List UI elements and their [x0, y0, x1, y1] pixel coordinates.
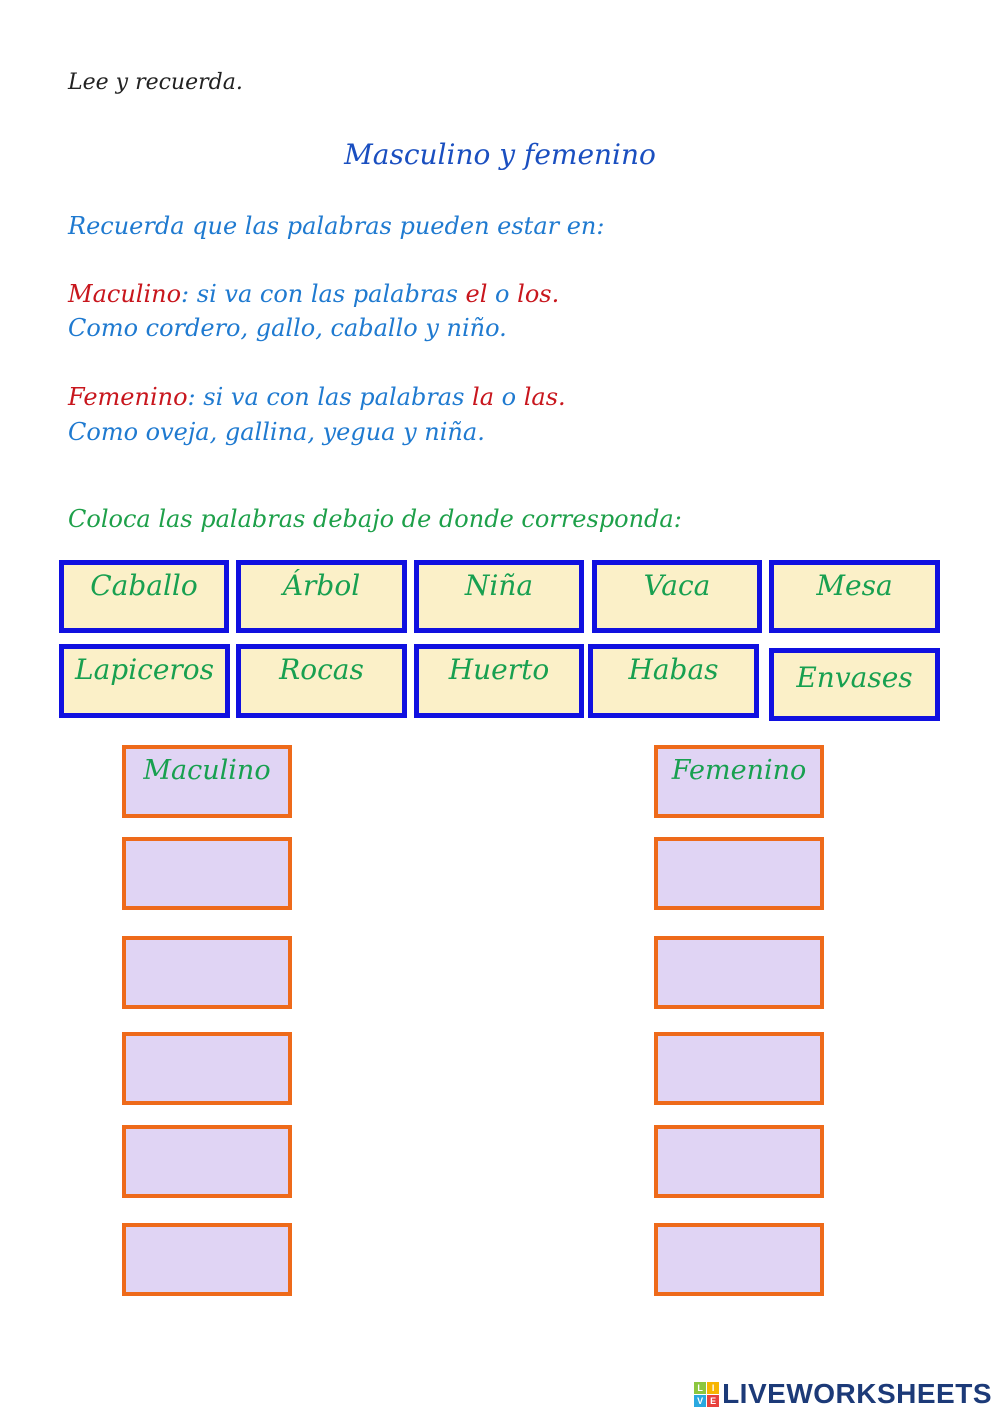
article-los: los	[517, 280, 552, 308]
femenino-label: Femenino	[68, 383, 188, 411]
masculino-header: Maculino	[122, 745, 292, 818]
logo-letter: V	[694, 1394, 707, 1407]
word-card-nina[interactable]: Niña	[414, 560, 584, 633]
logo-letter: L	[694, 1381, 707, 1394]
femenino-drop-slot-4[interactable]	[654, 1125, 824, 1198]
word-card-arbol[interactable]: Árbol	[236, 560, 407, 633]
masculino-drop-slot-3[interactable]	[122, 1032, 292, 1105]
femenino-header: Femenino	[654, 745, 824, 818]
femenino-drop-slot-2[interactable]	[654, 936, 824, 1009]
masculino-drop-slot-1[interactable]	[122, 837, 292, 910]
liveworksheets-logo: L I V E LIVEWORKSHEETS	[694, 1378, 992, 1410]
intro-instruction: Lee y recuerda.	[68, 70, 243, 95]
rule-text: o	[494, 383, 524, 411]
word-card-vaca[interactable]: Vaca	[592, 560, 762, 633]
word-card-lapiceros[interactable]: Lapiceros	[59, 644, 230, 718]
logo-letter: I	[707, 1381, 720, 1394]
femenino-rule: Femenino: si va con las palabras la o la…	[68, 383, 566, 411]
rule-end: .	[551, 280, 560, 308]
logo-text: LIVEWORKSHEETS	[722, 1378, 992, 1409]
masculino-drop-slot-2[interactable]	[122, 936, 292, 1009]
rule-text: : si va con las palabras	[181, 280, 466, 308]
masculino-drop-slot-4[interactable]	[122, 1125, 292, 1198]
masculino-example: Como cordero, gallo, caballo y niño.	[68, 314, 507, 342]
drag-instruction: Coloca las palabras debajo de donde corr…	[68, 505, 682, 533]
word-card-habas[interactable]: Habas	[588, 644, 759, 718]
femenino-drop-slot-1[interactable]	[654, 837, 824, 910]
article-la: la	[472, 383, 495, 411]
logo-icon: L I V E	[694, 1381, 720, 1407]
word-card-mesa[interactable]: Mesa	[769, 560, 940, 633]
femenino-drop-slot-5[interactable]	[654, 1223, 824, 1296]
page-title: Masculino y femenino	[344, 138, 656, 171]
rule-end: .	[558, 383, 566, 411]
masculino-label: Maculino	[68, 280, 182, 308]
article-las: las	[523, 383, 559, 411]
word-card-rocas[interactable]: Rocas	[236, 644, 407, 718]
word-card-envases[interactable]: Envases	[769, 648, 940, 721]
femenino-drop-slot-3[interactable]	[654, 1032, 824, 1105]
word-card-caballo[interactable]: Caballo	[59, 560, 229, 633]
logo-letter: E	[707, 1394, 720, 1407]
rule-text: : si va con las palabras	[187, 383, 473, 411]
recuerda-text: Recuerda que las palabras pueden estar e…	[68, 212, 605, 240]
rule-text: o	[487, 280, 518, 308]
masculino-drop-slot-5[interactable]	[122, 1223, 292, 1296]
femenino-example: Como oveja, gallina, yegua y niña.	[68, 418, 485, 446]
word-card-huerto[interactable]: Huerto	[414, 644, 584, 718]
masculino-rule: Maculino: si va con las palabras el o lo…	[68, 280, 559, 308]
article-el: el	[465, 280, 488, 308]
